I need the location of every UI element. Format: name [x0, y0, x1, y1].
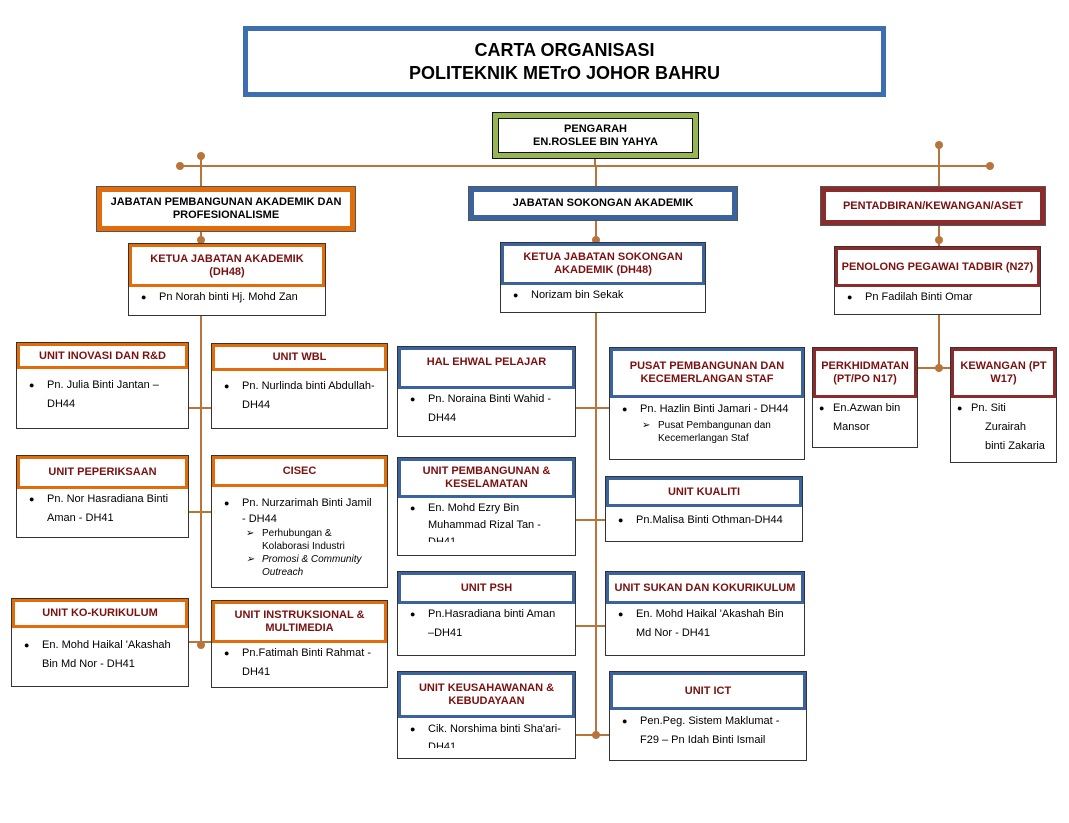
- unit-cisec-line2: - DH44: [242, 513, 277, 525]
- unit-cisec-sub1b: Kolaborasi Industri: [262, 541, 345, 552]
- unit-keselamatan-title: UNIT PEMBANGUNAN & KESELAMATAN: [401, 461, 572, 495]
- chart-title: CARTA ORGANISASI: [474, 39, 655, 60]
- unit-keusahawanan-line2: DH41: [428, 741, 457, 748]
- unit-kokurikulum-title: UNIT KO-KURIKULUM: [15, 602, 185, 625]
- unit-keusahawanan-line1: Cik. Norshima binti Sha'ari-: [428, 723, 561, 735]
- head-support-title: KETUA JABATAN SOKONGAN AKADEMIK (DH48): [504, 246, 702, 282]
- dept-academic-label: JABATAN PEMBANGUNAN AKADEMIK DAN PROFESI…: [102, 192, 350, 226]
- unit-peperiksaan-line1: Pn. Nor Hasradiana Binti: [47, 493, 169, 505]
- unit-psh-line2: –DH41: [428, 627, 463, 639]
- unit-kokurikulum-line2: Bin Md Nor - DH41: [42, 658, 135, 670]
- unit-sukan-title: UNIT SUKAN DAN KOKURIKULUM: [609, 575, 801, 601]
- unit-ppks-sub1b: Kecemerlangan Staf: [658, 433, 749, 444]
- unit-wbl-title: UNIT WBL: [215, 347, 384, 368]
- head-admin-title: PENOLONG PEGAWAI TADBIR (N27): [838, 250, 1037, 284]
- unit-kualiti-box: UNIT KUALITI ●Pn.Malisa Binti Othman-DH4…: [605, 476, 803, 542]
- unit-inovasi-line2: DH44: [47, 398, 76, 410]
- unit-perkhidmatan-box: PERKHIDMATAN (PT/PO N17) ●En.Azwan bin M…: [812, 347, 918, 448]
- unit-peperiksaan-line2: Aman - DH41: [47, 512, 114, 524]
- dept-support-label: JABATAN SOKONGAN AKADEMIK: [474, 192, 732, 215]
- unit-psh-box: UNIT PSH ●Pn.Hasradiana binti Aman –DH41: [397, 571, 576, 656]
- unit-sukan-line2: Md Nor - DH41: [636, 627, 710, 639]
- unit-inovasi-line1: Pn. Julia Binti Jantan –: [47, 379, 159, 391]
- head-admin-name: Pn Fadilah Binti Omar: [865, 291, 973, 303]
- unit-kokurikulum-line1: En. Mohd Haikal 'Akashah: [42, 639, 171, 651]
- head-support-box: KETUA JABATAN SOKONGAN AKADEMIK (DH48) ●…: [500, 242, 706, 313]
- unit-ppks-line1: Pn. Hazlin Binti Jamari - DH44: [640, 403, 789, 415]
- head-academic-box: KETUA JABATAN AKADEMIK (DH48) ●Pn Norah …: [128, 243, 326, 316]
- unit-hep-line2: DH44: [428, 412, 457, 424]
- unit-cisec-line1: Pn. Nurzarimah Binti Jamil: [242, 497, 372, 509]
- director-role: PENGARAH: [564, 122, 627, 135]
- head-academic-name: Pn Norah binti Hj. Mohd Zan: [159, 291, 298, 303]
- unit-perkhidmatan-line1: En.Azwan bin: [833, 402, 901, 414]
- dept-admin-label: PENTADBIRAN/KEWANGAN/ASET: [826, 192, 1040, 220]
- unit-cisec-sub1a: Perhubungan &: [262, 528, 332, 539]
- unit-keusahawanan-title: UNIT KEUSAHAWANAN & KEBUDAYAAN: [401, 675, 572, 715]
- unit-instruksional-line1: Pn.Fatimah Binti Rahmat -: [242, 647, 371, 659]
- unit-wbl-line2: DH44: [242, 399, 271, 411]
- unit-hep-line1: Pn. Noraina Binti Wahid -: [428, 393, 552, 405]
- unit-perkhidmatan-title: PERKHIDMATAN (PT/PO N17): [816, 351, 914, 395]
- unit-ppks-box: PUSAT PEMBANGUNAN DAN KECEMERLANGAN STAF…: [609, 347, 805, 460]
- unit-instruksional-box: UNIT INSTRUKSIONAL & MULTIMEDIA ●Pn.Fati…: [211, 600, 388, 688]
- unit-cisec-sub2a: Promosi & Community: [262, 554, 362, 565]
- unit-sukan-box: UNIT SUKAN DAN KOKURIKULUM ●En. Mohd Hai…: [605, 571, 805, 656]
- unit-ict-line2: F29 – Pn Idah Binti Ismail: [640, 734, 766, 746]
- unit-peperiksaan-title: UNIT PEPERIKSAAN: [20, 459, 185, 486]
- dept-support-box: JABATAN SOKONGAN AKADEMIK: [468, 186, 738, 221]
- chart-title-box: CARTA ORGANISASI POLITEKNIK METrO JOHOR …: [243, 26, 886, 97]
- unit-wbl-line1: Pn. Nurlinda binti Abdullah-: [242, 380, 375, 392]
- director-box: PENGARAH EN.ROSLEE BIN YAHYA: [492, 112, 699, 159]
- unit-kualiti-title: UNIT KUALITI: [609, 480, 799, 504]
- unit-ppks-sub1a: Pusat Pembangunan dan: [658, 420, 771, 431]
- unit-ict-box: UNIT ICT ●Pen.Peg. Sistem Maklumat - F29…: [609, 671, 807, 761]
- head-admin-box: PENOLONG PEGAWAI TADBIR (N27) ●Pn Fadila…: [834, 246, 1041, 315]
- unit-instruksional-line2: DH41: [242, 666, 271, 678]
- unit-wbl-box: UNIT WBL ●Pn. Nurlinda binti Abdullah- D…: [211, 343, 388, 429]
- unit-sukan-line1: En. Mohd Haikal 'Akashah Bin: [636, 608, 784, 620]
- unit-ppks-title: PUSAT PEMBANGUNAN DAN KECEMERLANGAN STAF: [613, 351, 801, 395]
- unit-hep-box: HAL EHWAL PELAJAR ●Pn. Noraina Binti Wah…: [397, 346, 576, 437]
- unit-ict-title: UNIT ICT: [613, 675, 803, 707]
- dept-academic-box: JABATAN PEMBANGUNAN AKADEMIK DAN PROFESI…: [96, 186, 356, 232]
- unit-inovasi-box: UNIT INOVASI DAN R&D ●Pn. Julia Binti Ja…: [16, 342, 189, 429]
- unit-kewangan-box: KEWANGAN (PT W17) ●Pn. Siti Zurairah bin…: [950, 347, 1057, 463]
- unit-keselamatan-line3: DH41: [428, 536, 457, 542]
- institution-name: POLITEKNIK METrO JOHOR BAHRU: [408, 62, 721, 83]
- unit-cisec-sub2b: Outreach: [262, 567, 304, 578]
- unit-keselamatan-line1: En. Mohd Ezry Bin: [428, 502, 520, 514]
- unit-keselamatan-box: UNIT PEMBANGUNAN & KESELAMATAN ●En. Mohd…: [397, 457, 576, 556]
- unit-keusahawanan-box: UNIT KEUSAHAWANAN & KEBUDAYAAN ●Cik. Nor…: [397, 671, 576, 759]
- unit-hep-title: HAL EHWAL PELAJAR: [401, 350, 572, 386]
- dept-admin-box: PENTADBIRAN/KEWANGAN/ASET: [820, 186, 1046, 226]
- unit-inovasi-title: UNIT INOVASI DAN R&D: [20, 346, 185, 366]
- unit-keselamatan-line2: Muhammad Rizal Tan -: [428, 519, 541, 531]
- unit-kualiti-line1: Pn.Malisa Binti Othman-DH44: [636, 514, 783, 526]
- unit-instruksional-title: UNIT INSTRUKSIONAL & MULTIMEDIA: [215, 604, 384, 640]
- unit-perkhidmatan-line2: Mansor: [833, 421, 870, 433]
- director-name: EN.ROSLEE BIN YAHYA: [533, 135, 658, 148]
- unit-kewangan-line2: Zurairah: [985, 421, 1026, 433]
- unit-cisec-box: CISEC ●Pn. Nurzarimah Binti Jamil - DH44…: [211, 455, 388, 588]
- unit-kewangan-line1: Pn. Siti: [971, 402, 1006, 414]
- unit-kewangan-line3: binti Zakaria: [985, 440, 1045, 452]
- unit-psh-title: UNIT PSH: [401, 575, 572, 601]
- unit-ict-line1: Pen.Peg. Sistem Maklumat -: [640, 715, 780, 727]
- unit-psh-line1: Pn.Hasradiana binti Aman: [428, 608, 556, 620]
- unit-kewangan-title: KEWANGAN (PT W17): [954, 351, 1053, 395]
- head-academic-title: KETUA JABATAN AKADEMIK (DH48): [132, 247, 322, 284]
- unit-kokurikulum-box: UNIT KO-KURIKULUM ●En. Mohd Haikal 'Akas…: [11, 598, 189, 687]
- head-support-name: Norizam bin Sekak: [531, 289, 624, 301]
- unit-cisec-title: CISEC: [215, 459, 384, 484]
- unit-peperiksaan-box: UNIT PEPERIKSAAN ●Pn. Nor Hasradiana Bin…: [16, 455, 189, 538]
